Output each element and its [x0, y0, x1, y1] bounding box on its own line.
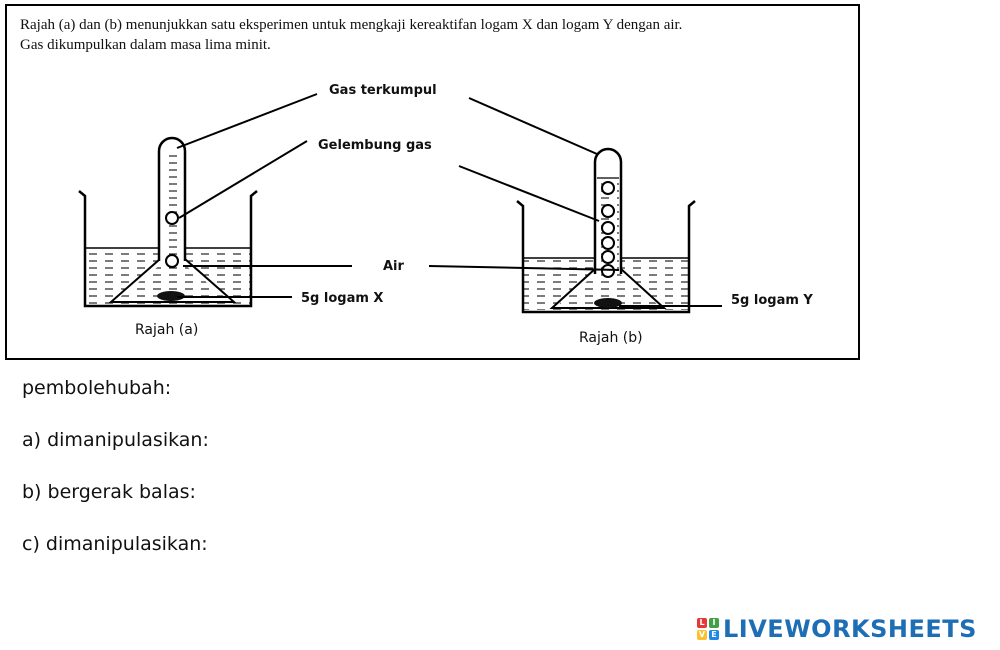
intro-line-1: Rajah (a) dan (b) menunjukkan satu ekspe… — [20, 17, 683, 33]
caption-a: Rajah (a) — [135, 322, 198, 338]
logo-tile-v: V — [697, 630, 707, 640]
label-gas-bubbles: Gelembung gas — [318, 138, 432, 153]
answer-b-field[interactable] — [200, 479, 560, 507]
liveworksheets-logo[interactable]: L I V E LIVEWORKSHEETS — [697, 614, 977, 644]
metal-y — [594, 298, 622, 308]
logo-tile-l: L — [697, 618, 707, 628]
answer-c-field[interactable] — [210, 531, 570, 559]
caption-b: Rajah (b) — [579, 330, 643, 346]
beaker-b — [516, 147, 696, 314]
leader-lines — [176, 93, 722, 307]
experiment-diagram: Gas terkumpul Gelembung gas Air 5g logam… — [78, 83, 813, 346]
question-a-label: a) dimanipulasikan: — [22, 429, 209, 451]
experiment-figure: Gas terkumpul Gelembung gas Air 5g logam… — [5, 4, 860, 360]
label-gas-collected: Gas terkumpul — [329, 83, 437, 98]
beaker-a — [78, 136, 258, 308]
label-water: Air — [383, 259, 405, 274]
brand-text: LIVEWORKSHEETS — [723, 615, 977, 643]
intro-line-2: Gas dikumpulkan dalam masa lima minit. — [20, 37, 271, 53]
intro-text: Rajah (a) dan (b) menunjukkan satu ekspe… — [20, 15, 860, 55]
answer-a-field[interactable] — [210, 427, 570, 455]
metal-x — [157, 291, 185, 301]
logo-tile-e: E — [709, 630, 719, 640]
label-metal-y: 5g logam Y — [731, 293, 813, 308]
logo-tile-i: I — [709, 618, 719, 628]
variables-heading: pembolehubah: — [22, 377, 172, 399]
question-b-label: b) bergerak balas: — [22, 481, 196, 503]
question-c-label: c) dimanipulasikan: — [22, 533, 208, 555]
label-metal-x: 5g logam X — [301, 291, 383, 306]
logo-icon: L I V E — [697, 618, 719, 640]
